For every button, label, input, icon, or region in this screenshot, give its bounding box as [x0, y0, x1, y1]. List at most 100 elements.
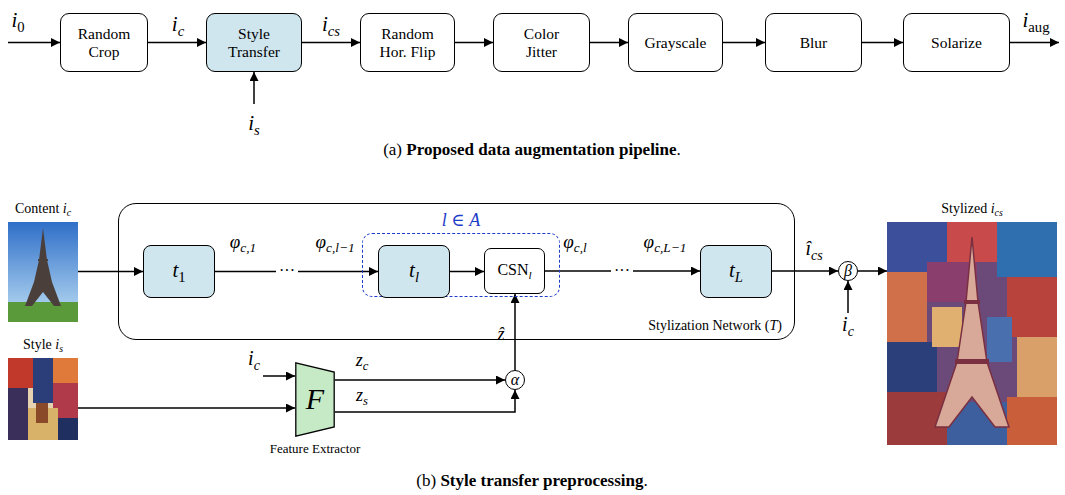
stylized-image	[997, 222, 1057, 277]
text-run: i	[55, 337, 59, 352]
node-heading: Content ic	[15, 201, 71, 218]
text-run: l	[415, 268, 419, 284]
text-run: β	[844, 262, 852, 279]
edge-label: îcs	[805, 237, 822, 263]
text-run: s	[59, 343, 63, 354]
content-photo	[8, 302, 78, 322]
text-run: ···	[614, 262, 630, 279]
text-run: i	[248, 347, 254, 369]
text-run: 1	[178, 268, 185, 284]
signal-name: iaug	[1022, 9, 1049, 35]
text-run: i	[248, 111, 254, 135]
content-photo	[8, 222, 78, 322]
signal-name: ic	[248, 347, 260, 373]
text-run: φ	[644, 231, 655, 252]
connector-arrow	[335, 379, 505, 381]
signal-name: ic	[842, 313, 854, 339]
feature-name: φc,L−1	[644, 232, 687, 256]
figure-caption: (a) Proposed data augmentation pipeline.	[383, 141, 681, 160]
connector-arrow	[723, 42, 765, 44]
node-label: F	[306, 382, 324, 417]
node-label: Color Jitter	[511, 25, 573, 61]
node-label: t1	[172, 258, 185, 286]
text-run: l	[529, 268, 532, 280]
node-heading: Stylized ics	[941, 201, 1002, 218]
text-run: c	[178, 23, 185, 39]
stylized-image	[1007, 397, 1057, 445]
process-box: Grayscale	[628, 13, 723, 72]
text-run: i	[322, 12, 328, 36]
style-painting	[53, 358, 78, 383]
text-run: Content	[15, 201, 63, 216]
text-run: Solarize	[931, 34, 982, 51]
node-label: tL	[729, 258, 743, 286]
text-run: c	[254, 358, 260, 373]
stylized-image	[955, 359, 989, 364]
text-run: Blur	[800, 34, 828, 51]
text-run: aug	[1028, 19, 1049, 35]
edge-label: zc	[356, 351, 369, 374]
text-run: z	[356, 385, 363, 405]
text-run: c,l	[574, 240, 587, 255]
text-run: Style	[23, 337, 55, 352]
signal-name: is	[248, 112, 260, 138]
text-run: î	[805, 237, 811, 259]
node-heading: Feature Extractor	[270, 442, 361, 457]
text-run: c	[848, 324, 854, 339]
text-run: CSN	[497, 261, 528, 278]
connector-arrow	[590, 42, 628, 44]
stylized-image	[887, 222, 1057, 445]
text-run: .	[677, 140, 681, 159]
connector-arrow	[148, 42, 206, 44]
node-label: Grayscale	[645, 34, 707, 52]
text-run: F	[306, 382, 324, 415]
stylized-image	[964, 300, 980, 304]
connector-arrow	[455, 42, 493, 44]
node-label: Style Transfer	[223, 25, 285, 61]
text-run: Proposed data augmentation pipeline	[406, 140, 676, 159]
feature-name: φc,l	[563, 232, 586, 256]
text-run: i	[11, 8, 17, 32]
stylized-image	[987, 317, 1012, 362]
node-label: Solarize	[931, 34, 982, 52]
node-label: CSNl	[497, 261, 531, 281]
node-label: Blur	[800, 34, 828, 52]
layer-box: tL	[700, 245, 772, 298]
trapezoid-shape	[296, 363, 334, 436]
text-run: c,L−1	[654, 240, 686, 255]
node-label: β	[844, 263, 852, 279]
network-frame: Stylization Network (T)t1l ∈ AtlCSNltL	[118, 203, 795, 340]
style-painting	[8, 358, 78, 440]
input-wires	[1010, 42, 1059, 44]
stylized-image	[1017, 337, 1057, 397]
process-box: Random Hor. Flip	[360, 13, 455, 72]
style-painting	[58, 418, 78, 440]
stylized-image	[932, 307, 962, 347]
text-run: .	[643, 471, 647, 490]
node-label: Random Crop	[73, 25, 135, 61]
image-panel: Style is	[8, 358, 78, 440]
connector-arrow	[772, 270, 838, 272]
connector-arrow	[78, 407, 295, 409]
connector-arrow	[858, 270, 887, 272]
style-painting	[8, 388, 28, 440]
node-label: Random Hor. Flip	[372, 25, 444, 61]
feature-name: φc,1	[230, 232, 256, 256]
text-run: Random Hor. Flip	[380, 25, 436, 60]
node-label: α	[511, 372, 519, 388]
text-run: ẑ	[497, 324, 504, 344]
stylized-image	[887, 272, 927, 342]
ellipsis: ···	[611, 262, 633, 280]
text-run: l	[442, 210, 447, 230]
ellipsis: ···	[276, 262, 298, 280]
style-painting	[8, 358, 33, 388]
input-wires	[253, 72, 255, 104]
text-run: (b)	[416, 471, 440, 490]
text-run: A	[469, 210, 480, 230]
text-run: Style transfer preprocessing	[440, 471, 643, 490]
adaptation-region: l ∈ AtlCSNl	[362, 233, 560, 297]
edge-label: ẑ	[497, 325, 504, 345]
style-painting	[36, 403, 48, 423]
node-heading: Style is	[23, 337, 63, 354]
